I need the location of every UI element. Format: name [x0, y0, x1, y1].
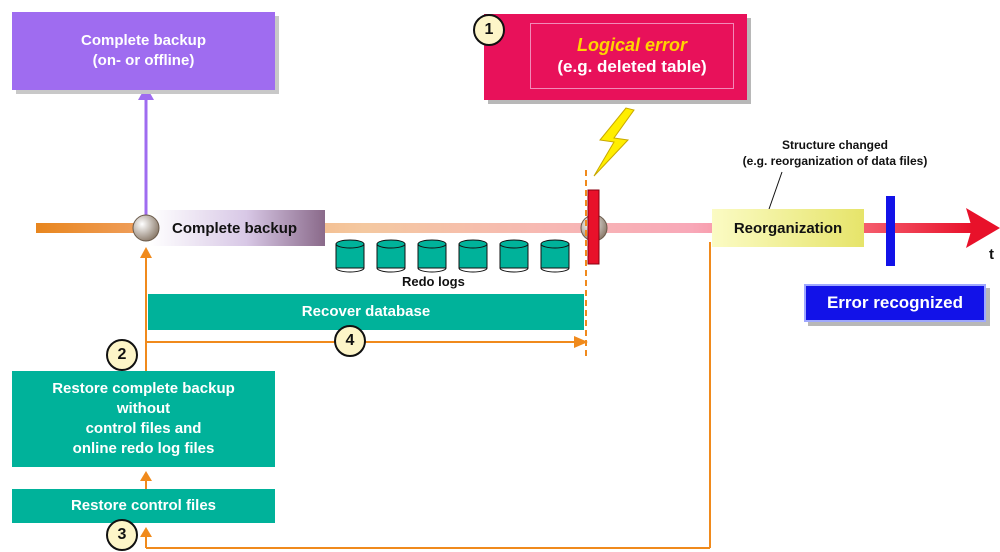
database-cylinder-icon: [458, 239, 488, 273]
step-marker-4: 4: [334, 325, 366, 357]
restore-backup-line2: without: [116, 400, 171, 417]
complete-backup-box: Complete backup (on- or offline): [12, 12, 275, 90]
error-recognized-box: Error recognized: [804, 284, 986, 322]
restore-backup-line1: Restore complete backup: [52, 380, 235, 397]
database-cylinder-icon: [499, 239, 529, 273]
restore-backup-line4: online redo log files: [72, 440, 215, 457]
arrow-head-icon: [574, 336, 588, 348]
error-recognized-marker: [886, 196, 895, 266]
complete-backup-line2: (on- or offline): [92, 52, 195, 69]
restore-backup-line3: control files and: [85, 420, 202, 437]
error-marker-bar: [587, 189, 600, 265]
reorganization-box: Reorganization: [712, 209, 864, 247]
structure-pointer-line: [767, 171, 783, 213]
database-cylinder-icon: [335, 239, 365, 273]
database-cylinder-icon: [376, 239, 406, 273]
recover-database-box: Recover database: [148, 294, 584, 330]
logical-error-box: [484, 14, 747, 100]
arrow-head-icon: [966, 208, 1000, 248]
database-cylinder-icon: [417, 239, 447, 273]
arrow-head-icon: [140, 247, 152, 258]
time-axis-label: t: [989, 246, 994, 263]
timeline-complete-backup-label: Complete backup: [172, 219, 298, 237]
structure-changed-line2: (e.g. reorganization of data files): [742, 154, 928, 168]
complete-backup-line1: Complete backup: [80, 32, 207, 49]
step-marker-1: 1: [473, 14, 505, 46]
lightning-bolt-icon: [593, 107, 635, 177]
restore-control-files-box: Restore control files: [12, 489, 275, 523]
logical-error-inner: Logical error (e.g. deleted table): [530, 23, 734, 89]
logical-error-title: Logical error: [576, 35, 688, 55]
timeline-bar: [36, 223, 972, 233]
logical-error-subtitle: (e.g. deleted table): [557, 57, 707, 76]
restore-complete-backup-box: Restore complete backup without control …: [12, 371, 275, 467]
structure-changed-line1: Structure changed: [781, 138, 889, 152]
structure-changed-note: Structure changed (e.g. reorganization o…: [660, 137, 1000, 169]
arrow-head-icon: [140, 527, 152, 537]
purple-arrow-head: [138, 86, 154, 100]
step-marker-3: 3: [106, 519, 138, 551]
backup-point-marker: [132, 214, 160, 242]
redo-log-cylinders: [335, 239, 570, 273]
backup-label-bg: [150, 210, 325, 246]
database-cylinder-icon: [540, 239, 570, 273]
arrow-head-icon: [140, 471, 152, 481]
redo-logs-label: Redo logs: [402, 274, 465, 289]
step-marker-2: 2: [106, 339, 138, 371]
